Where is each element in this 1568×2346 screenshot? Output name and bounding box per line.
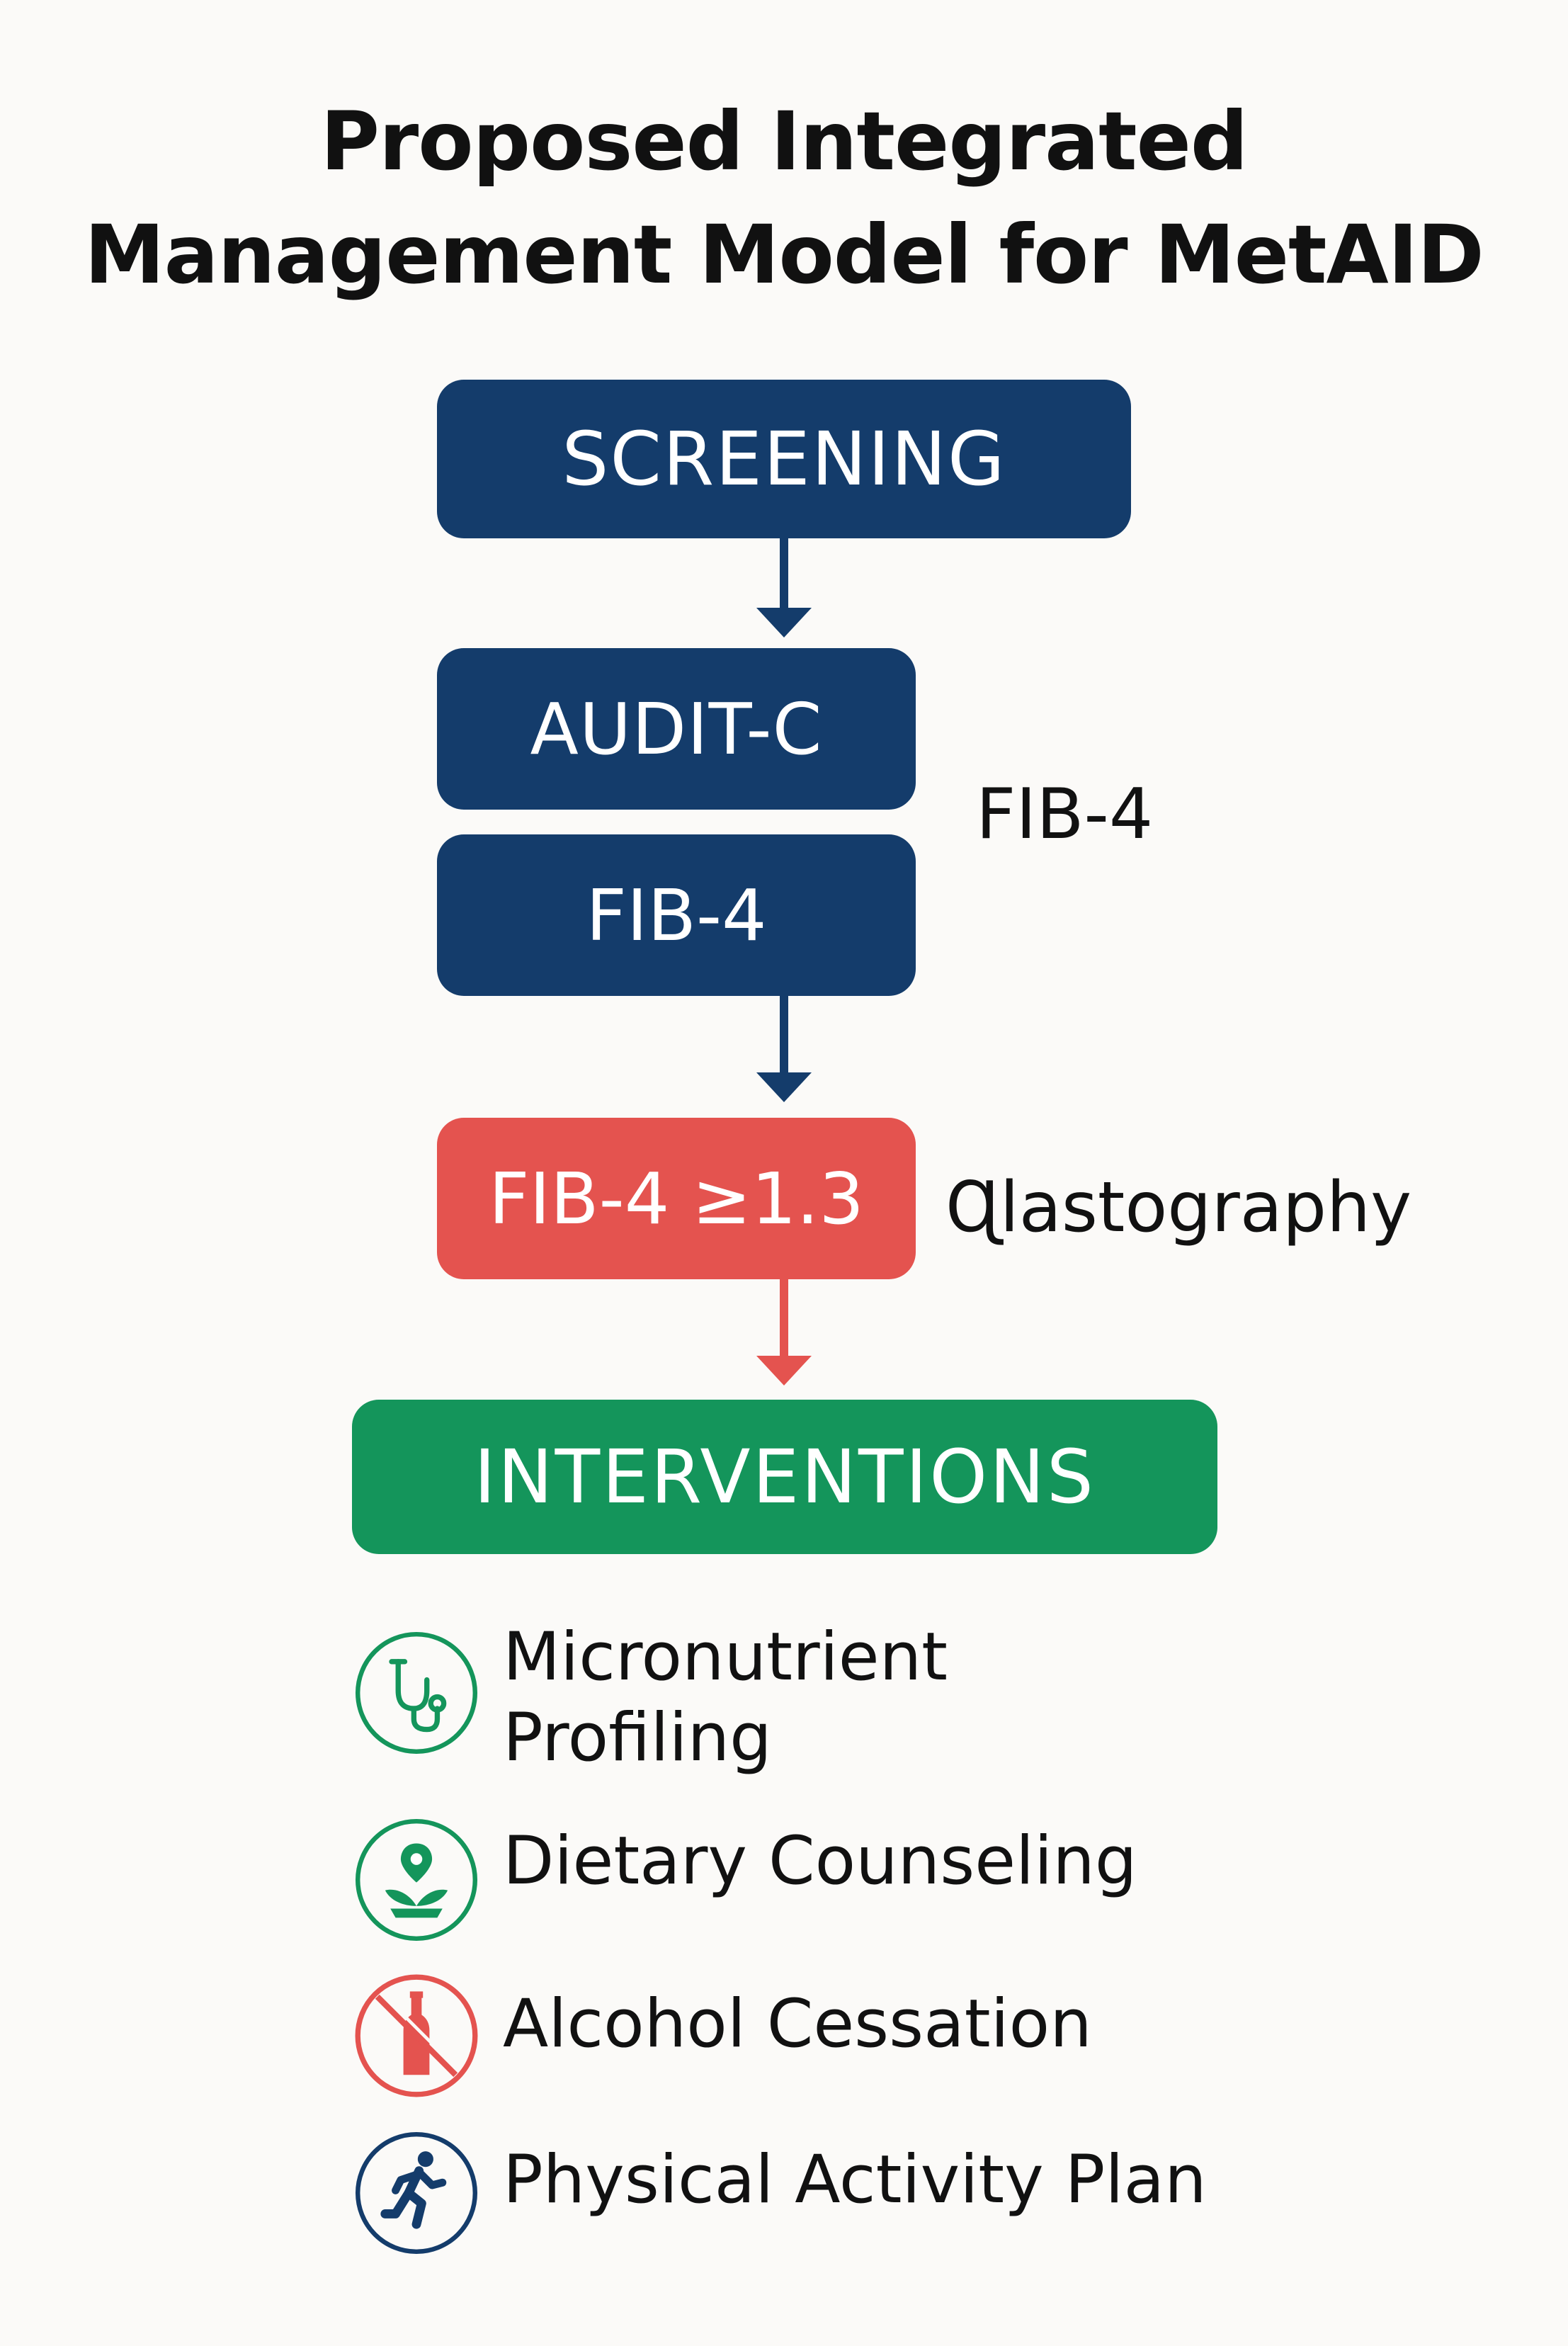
screening-box: SCREENING [437, 380, 1131, 538]
elastography-side-label: Ɋlastography [945, 1167, 1412, 1248]
interventions-box: INTERVENTIONS [352, 1400, 1217, 1554]
dietary-counseling-label: Dietary Counseling [503, 1823, 1137, 1900]
physical-activity-plan-label: Physical Activity Plan [503, 2141, 1207, 2218]
arrow-screening-to-audit [756, 538, 812, 638]
fib4-threshold-box: FIB-4 ≥1.3 [437, 1118, 916, 1279]
plant-icon [355, 1818, 478, 1942]
runner-icon [355, 2131, 478, 2255]
stethoscope-icon [355, 1631, 478, 1755]
micronutrient-profiling-label-line-1: Micronutrient [503, 1619, 948, 1696]
fib4-side-label: FIB-4 [976, 774, 1154, 855]
micronutrient-profiling-label-line-2: Profiling [503, 1699, 772, 1776]
audit-c-box: AUDIT-C [437, 648, 916, 810]
arrow-fib4-to-threshold [756, 996, 812, 1102]
arrow-threshold-to-interventions [756, 1279, 812, 1386]
diagram-title-line-2: Management Model for MetAID [84, 208, 1484, 302]
diagram-title-line-1: Proposed Integrated [320, 94, 1248, 188]
fib4-box: FIB-4 [437, 834, 916, 996]
no-alcohol-icon [355, 1974, 478, 2097]
alcohol-cessation-label: Alcohol Cessation [503, 1985, 1092, 2063]
